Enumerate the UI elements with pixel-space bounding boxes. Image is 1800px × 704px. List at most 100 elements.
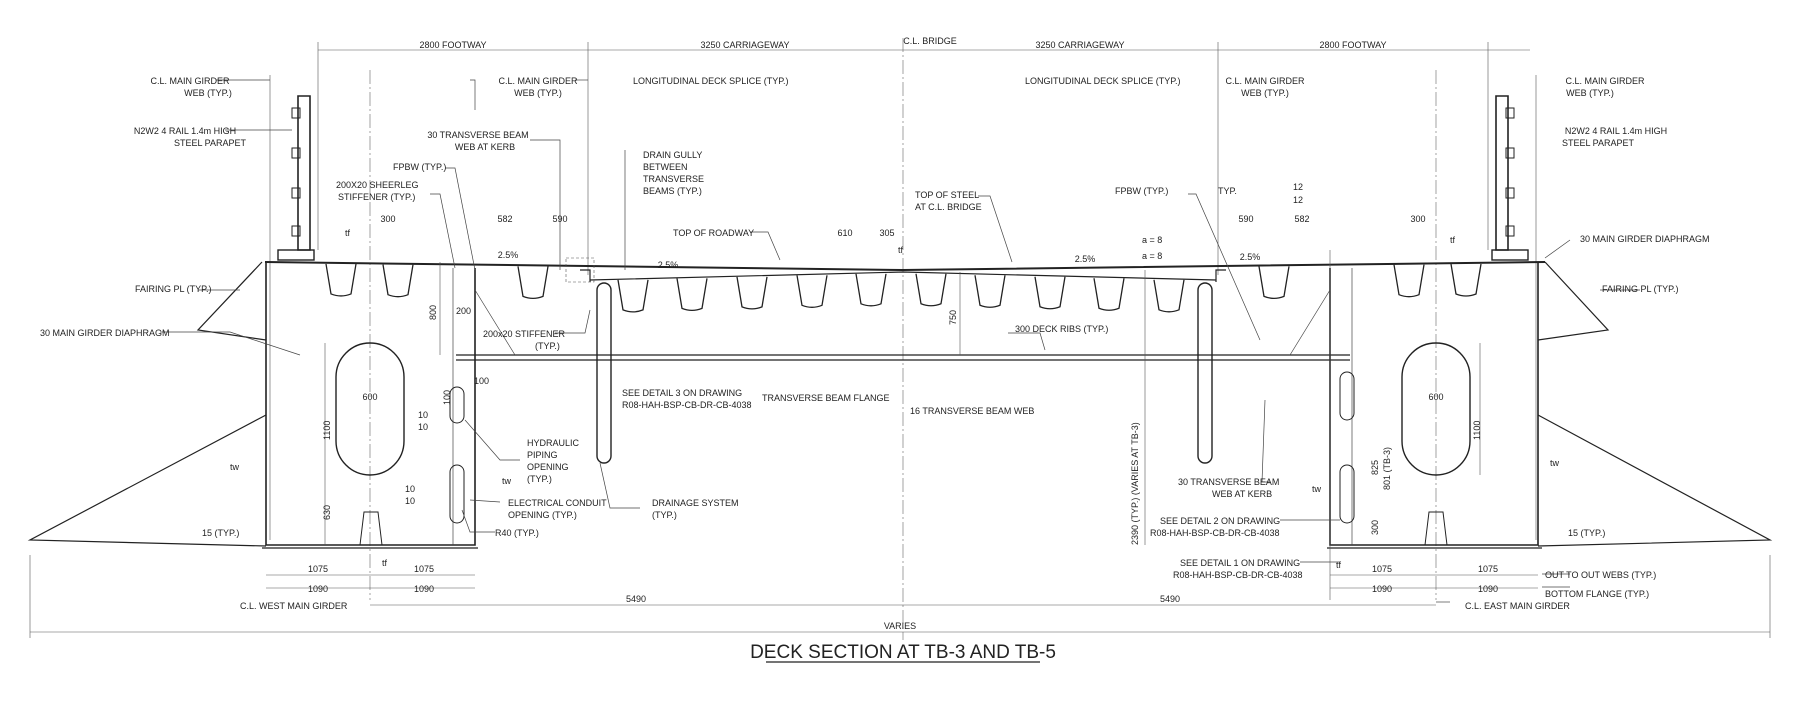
- dim-carriageway-left: 3250 CARRIAGEWAY: [700, 40, 789, 50]
- dim-600-right: 600: [1428, 392, 1443, 402]
- see-detail-2-2: R08-HAH-BSP-CB-DR-CB-4038: [1150, 528, 1280, 538]
- top-of-steel-1: TOP OF STEEL: [915, 190, 979, 200]
- dim-1075-2: 1075: [414, 564, 434, 574]
- see-detail-3-2: R08-HAH-BSP-CB-DR-CB-4038: [622, 400, 752, 410]
- typ15-left: 15 (TYP.): [202, 528, 239, 538]
- cl-web-left-outer-2: WEB (TYP.): [184, 88, 232, 98]
- dim-100-b: 100: [442, 390, 452, 405]
- fairing-left-lower: [27, 414, 267, 547]
- dim-825: 825: [1370, 460, 1380, 475]
- dim-1090-1: 1090: [308, 584, 328, 594]
- dim-10-b: 10: [418, 422, 428, 432]
- deck-rib: [1450, 263, 1482, 297]
- cl-web-right-outer-1: C.L. MAIN GIRDER: [1565, 76, 1645, 86]
- dim-12-b: 12: [1293, 195, 1303, 205]
- dim-610: 610: [837, 228, 852, 238]
- dim-5490-left: 5490: [626, 594, 646, 604]
- deck-rib: [855, 273, 887, 307]
- dim-1075-3: 1075: [1372, 564, 1392, 574]
- dim-1100-left: 1100: [322, 421, 332, 440]
- drain-gully-2: BETWEEN: [643, 162, 688, 172]
- parapet-right: [1491, 95, 1529, 261]
- hydraulic-4: (TYP.): [527, 474, 552, 484]
- vertical-dimensions: [324, 262, 1481, 545]
- fpbw-right: FPBW (TYP.): [1115, 186, 1168, 196]
- cl-web-left-inner-2: WEB (TYP.): [514, 88, 562, 98]
- dim-1090-3: 1090: [1372, 584, 1392, 594]
- dim-801: 801 (TB-3): [1382, 447, 1392, 490]
- parapet-left: [277, 95, 315, 261]
- deck-rib: [517, 266, 549, 300]
- weld-a1: a = 8: [1142, 235, 1162, 245]
- tf-mid: tf: [898, 245, 904, 255]
- hydraulic-1: HYDRAULIC: [527, 438, 580, 448]
- parapet-right-1: N2W2 4 RAIL 1.4m HIGH: [1565, 126, 1667, 136]
- tf-bottom-left: tf: [382, 558, 388, 568]
- trans-beam-web-label: 16 TRANSVERSE BEAM WEB: [910, 406, 1034, 416]
- dim-footway-left: 2800 FOOTWAY: [419, 40, 486, 50]
- deck-rib: [974, 275, 1006, 308]
- dim-305: 305: [879, 228, 894, 238]
- stiffener-2: (TYP.): [535, 341, 560, 351]
- slope-1: 2.5%: [498, 250, 519, 260]
- dim-300-vertical: 300: [1370, 520, 1380, 535]
- east-main-girder: [1329, 262, 1539, 546]
- dim-582-left: 582: [497, 214, 512, 224]
- drainage-pipes: [565, 257, 1213, 464]
- dim-630: 630: [322, 505, 332, 520]
- drainage-2: (TYP.): [652, 510, 677, 520]
- fairing-right-lower: [1537, 414, 1773, 547]
- dimension-values: 300 582 590 610 305 590 582 300 12 12 2.…: [230, 182, 1560, 604]
- girder-opening-right: [1401, 342, 1471, 476]
- dim-1075-1: 1075: [308, 564, 328, 574]
- dim-12-a: 12: [1293, 182, 1303, 192]
- deck-rib: [617, 279, 649, 313]
- long-splice-right: LONGITUDINAL DECK SPLICE (TYP.): [1025, 76, 1181, 86]
- dim-10-c: 10: [405, 484, 415, 494]
- electrical-opening: [449, 464, 465, 524]
- cl-web-right-inner-1: C.L. MAIN GIRDER: [1225, 76, 1305, 86]
- cl-east: C.L. EAST MAIN GIRDER: [1465, 601, 1570, 611]
- top-of-steel-2: AT C.L. BRIDGE: [915, 202, 982, 212]
- main-girder-diaphragm-right: 30 MAIN GIRDER DIAPHRAGM: [1580, 234, 1710, 244]
- drain-gully-4: BEAMS (TYP.): [643, 186, 702, 196]
- dim-footway-right: 2800 FOOTWAY: [1319, 40, 1386, 50]
- see-detail-2-1: SEE DETAIL 2 ON DRAWING: [1160, 516, 1280, 526]
- tf-right: tf: [1450, 235, 1456, 245]
- varies: VARIES: [884, 621, 916, 631]
- deck-rib: [736, 276, 768, 310]
- electrical-1: ELECTRICAL CONDUIT: [508, 498, 607, 508]
- annotations: C.L. MAIN GIRDER WEB (TYP.) C.L. MAIN GI…: [40, 76, 1710, 631]
- drawing-title: DECK SECTION AT TB-3 AND TB-5: [750, 642, 1056, 663]
- girder-opening-left: [335, 342, 405, 476]
- roadway-deck: [589, 271, 1217, 281]
- parapet-left-2: STEEL PARAPET: [174, 138, 247, 148]
- cl-west: C.L. WEST MAIN GIRDER: [240, 601, 348, 611]
- dim-1090-2: 1090: [414, 584, 434, 594]
- r40-label: R40 (TYP.): [495, 528, 539, 538]
- see-detail-1-2: R08-HAH-BSP-CB-DR-CB-4038: [1173, 570, 1303, 580]
- main-girder-diaphragm-left: 30 MAIN GIRDER DIAPHRAGM: [40, 328, 170, 338]
- tw-left: tw: [230, 462, 240, 472]
- electrical-2: OPENING (TYP.): [508, 510, 577, 520]
- see-detail-3-1: SEE DETAIL 3 ON DRAWING: [622, 388, 742, 398]
- west-main-girder: [265, 262, 476, 546]
- cl-web-left-outer-1: C.L. MAIN GIRDER: [150, 76, 230, 86]
- depth-vertical: 2390 (TYP.) (VARIES AT TB-3): [1130, 422, 1140, 545]
- drain-gully-1: DRAIN GULLY: [643, 150, 702, 160]
- trans-beam-kerb-left-2: WEB AT KERB: [455, 142, 515, 152]
- leader-lines: [160, 79, 1640, 603]
- deck-ribs-label: 300 DECK RIBS (TYP.): [1015, 324, 1108, 334]
- deck-rib: [1393, 264, 1425, 298]
- dim-800: 800: [428, 305, 438, 320]
- sheerleg-2: STIFFENER (TYP.): [338, 192, 415, 202]
- dim-750: 750: [948, 310, 958, 325]
- dim-200: 200: [456, 306, 471, 316]
- dim-10-d: 10: [405, 496, 415, 506]
- stiffener-1: 200x20 STIFFENER: [483, 329, 566, 339]
- tw-mid-right: tw: [1312, 484, 1322, 494]
- tf-bottom-right: tf: [1336, 560, 1342, 570]
- dim-10-a: 10: [418, 410, 428, 420]
- transverse-beam-flange-label: TRANSVERSE BEAM FLANGE: [762, 393, 890, 403]
